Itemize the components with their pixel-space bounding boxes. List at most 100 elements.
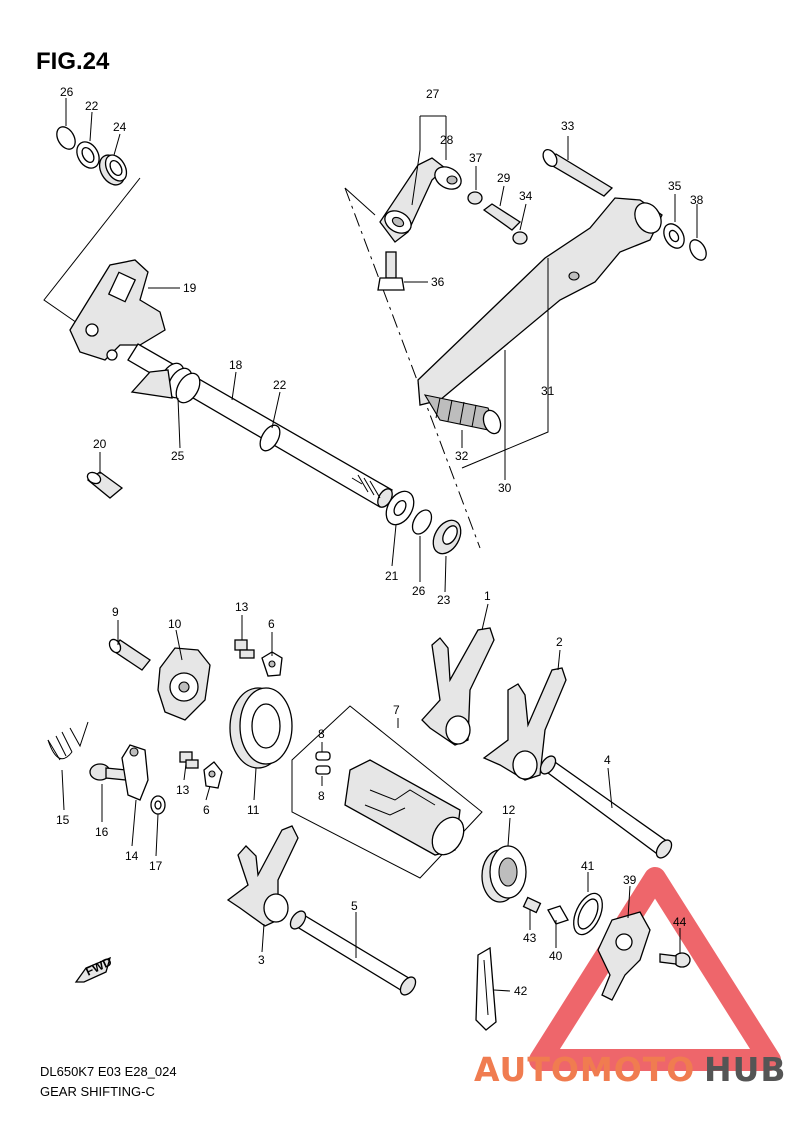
label-35: 35 <box>668 179 682 193</box>
watermark-text-hub: HUB <box>704 1050 787 1089</box>
label-36: 36 <box>431 275 445 289</box>
spring-part-15 <box>47 721 89 761</box>
label-22b: 22 <box>273 378 287 392</box>
footpeg-rubber-part-32 <box>423 394 502 435</box>
fork-shaft-part-4 <box>539 755 673 859</box>
washer-part-22 <box>76 141 100 169</box>
bolt-part-44 <box>659 952 691 968</box>
nut-part-37 <box>467 191 483 205</box>
label-44: 44 <box>673 915 687 929</box>
circlip-part-26-lower <box>411 509 433 535</box>
shift-shaft-assembly <box>43 126 462 555</box>
label-3: 3 <box>258 953 265 967</box>
lower-right-parts <box>475 845 691 1031</box>
plate-part-6-upper <box>261 651 283 677</box>
label-10: 10 <box>168 617 182 631</box>
label-26b: 26 <box>412 584 426 598</box>
gear-position-switch-part-39 <box>597 911 651 1001</box>
washer-part-35 <box>663 223 685 249</box>
figure-name: GEAR SHIFTING-C <box>40 1084 155 1099</box>
label-4: 4 <box>604 753 611 767</box>
washer-part-17 <box>150 795 166 815</box>
label-7: 7 <box>393 703 400 717</box>
label-19: 19 <box>183 281 197 295</box>
watermark-triangle <box>529 867 781 1071</box>
cam-driven-gear-part-10 <box>157 647 211 721</box>
bolt-part-36 <box>377 251 405 291</box>
pin-part-9 <box>108 638 151 671</box>
label-42: 42 <box>514 984 528 998</box>
leader-lines <box>61 98 698 992</box>
link-joint-part-28 <box>434 166 462 190</box>
link-rod-part-29 <box>482 203 522 231</box>
model-code: DL650K7 E03 E28_024 <box>40 1064 177 1079</box>
label-6b: 6 <box>203 803 210 817</box>
gearshift-plate-part-19 <box>69 259 166 361</box>
oil-seal-part-24 <box>98 154 128 186</box>
label-26: 26 <box>60 85 74 99</box>
pin-part-8-lower <box>315 765 331 775</box>
label-24: 24 <box>113 120 127 134</box>
shift-fork-part-1 <box>421 627 495 746</box>
label-15: 15 <box>56 813 70 827</box>
label-28: 28 <box>440 133 454 147</box>
label-40: 40 <box>549 949 563 963</box>
label-23: 23 <box>437 593 451 607</box>
shift-fork-part-3 <box>226 825 299 927</box>
part-number-labels: 26 22 24 19 18 22 20 25 21 26 23 27 28 3… <box>56 85 704 998</box>
label-14: 14 <box>125 849 139 863</box>
label-16: 16 <box>95 825 109 839</box>
label-21: 21 <box>385 569 399 583</box>
gearshift-cam-group <box>291 705 483 879</box>
label-34: 34 <box>519 189 533 203</box>
label-25: 25 <box>171 449 185 463</box>
label-37: 37 <box>469 151 483 165</box>
o-ring-part-41 <box>573 892 603 936</box>
plate-part-6-lower <box>203 761 223 789</box>
label-13b: 13 <box>176 783 190 797</box>
label-11: 11 <box>247 803 260 817</box>
watermark-text-auto: AUTOMOTO <box>474 1050 696 1089</box>
label-27: 27 <box>426 87 440 101</box>
label-32: 32 <box>455 449 469 463</box>
washer-part-22-shaft <box>259 424 281 452</box>
label-29: 29 <box>497 171 511 185</box>
label-30: 30 <box>498 481 512 495</box>
gearshift-cam-part-7 <box>344 759 465 856</box>
label-18: 18 <box>229 358 243 372</box>
pin-part-8-upper <box>315 751 331 761</box>
bolt-part-13-upper <box>234 639 255 659</box>
stopper-arm-part-14 <box>121 744 149 801</box>
gearshift-lever-part-30 <box>417 197 663 406</box>
label-39: 39 <box>623 873 637 887</box>
label-8b: 8 <box>318 789 325 803</box>
label-33: 33 <box>561 119 575 133</box>
label-5: 5 <box>351 899 358 913</box>
nut-part-34 <box>512 231 528 245</box>
label-22: 22 <box>85 99 99 113</box>
needle-bearing-part-12 <box>481 845 527 903</box>
label-6: 6 <box>268 617 275 631</box>
label-1: 1 <box>484 589 491 603</box>
label-13: 13 <box>235 600 249 614</box>
spring-part-43 <box>522 896 542 914</box>
lower-left-parts: FWD <box>47 638 293 983</box>
stopper-bolt-part-20 <box>86 471 124 499</box>
forks-and-shafts <box>226 627 673 996</box>
label-2: 2 <box>556 635 563 649</box>
label-38: 38 <box>690 193 704 207</box>
label-41: 41 <box>581 859 595 873</box>
label-31: 31 <box>541 384 555 398</box>
pivot-bolt-part-33 <box>542 148 614 197</box>
label-12: 12 <box>502 803 516 817</box>
figure-title: FIG.24 <box>36 48 110 75</box>
bolt-part-16 <box>89 763 127 781</box>
circlip-part-26 <box>56 126 76 150</box>
washer-part-21 <box>385 490 415 526</box>
bolt-part-13-lower <box>179 751 199 769</box>
label-20: 20 <box>93 437 107 451</box>
gearshift-lever-assembly <box>344 148 707 549</box>
pin-part-40 <box>547 905 569 925</box>
label-8: 8 <box>318 727 325 741</box>
